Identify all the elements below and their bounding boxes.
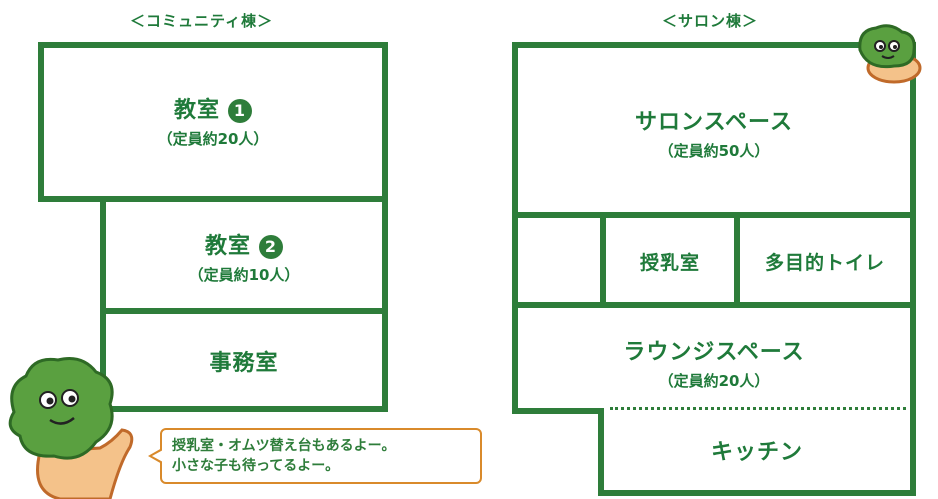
- kitchen: [598, 408, 916, 496]
- lounge-name: ラウンジスペース: [623, 340, 805, 365]
- classroom-1-number-badge: 1: [228, 99, 252, 123]
- office-name: 事務室: [209, 351, 279, 376]
- lounge-capacity: （定員約20人）: [658, 372, 770, 390]
- mascot-large-icon: [8, 357, 134, 499]
- kitchen-divider: [610, 407, 906, 410]
- classroom-2-label: 教室 2 （定員約10人）: [100, 228, 388, 285]
- toilet-label: 多目的トイレ: [734, 248, 916, 275]
- lounge-label: ラウンジスペース （定員約20人）: [512, 334, 916, 391]
- lounge-space: [512, 302, 916, 414]
- classroom-1-capacity: （定員約20人）: [157, 130, 269, 148]
- kitchen-name: キッチン: [710, 440, 803, 465]
- classroom-2-name: 教室: [204, 234, 251, 259]
- salon-space-label: サロンスペース （定員約50人）: [512, 104, 916, 161]
- small-room: [512, 212, 606, 308]
- multipurpose-toilet: [734, 212, 916, 308]
- community-building-title: ＜コミュニティ棟＞: [130, 12, 274, 30]
- salon-space: [512, 42, 916, 218]
- salon-space-name: サロンスペース: [635, 110, 793, 135]
- classroom-1-name: 教室: [173, 98, 220, 123]
- nursing-room-name: 授乳室: [639, 252, 700, 274]
- speech-line-1: 授乳室・オムツ替え台もあるよー。: [172, 438, 396, 454]
- office-room: [100, 308, 388, 412]
- salon-building-title: ＜サロン棟＞: [662, 12, 759, 30]
- salon-space-capacity: （定員約50人）: [658, 142, 770, 160]
- office-label: 事務室: [100, 345, 388, 377]
- mascot-small-icon: [858, 24, 922, 84]
- classroom-2: [100, 196, 388, 314]
- speech-bubble: 授乳室・オムツ替え台もあるよー。 小さな子も待ってるよー。: [148, 428, 482, 484]
- kitchen-label: キッチン: [598, 434, 916, 466]
- classroom-1-label: 教室 1 （定員約20人）: [38, 92, 388, 149]
- classroom-2-capacity: （定員約10人）: [188, 266, 300, 284]
- speech-line-2: 小さな子も待ってるよー。: [172, 458, 340, 474]
- nursing-room-label: 授乳室: [600, 248, 740, 275]
- toilet-name: 多目的トイレ: [764, 252, 885, 274]
- classroom-2-number-badge: 2: [259, 235, 283, 259]
- lounge-bottom-wall: [512, 408, 604, 414]
